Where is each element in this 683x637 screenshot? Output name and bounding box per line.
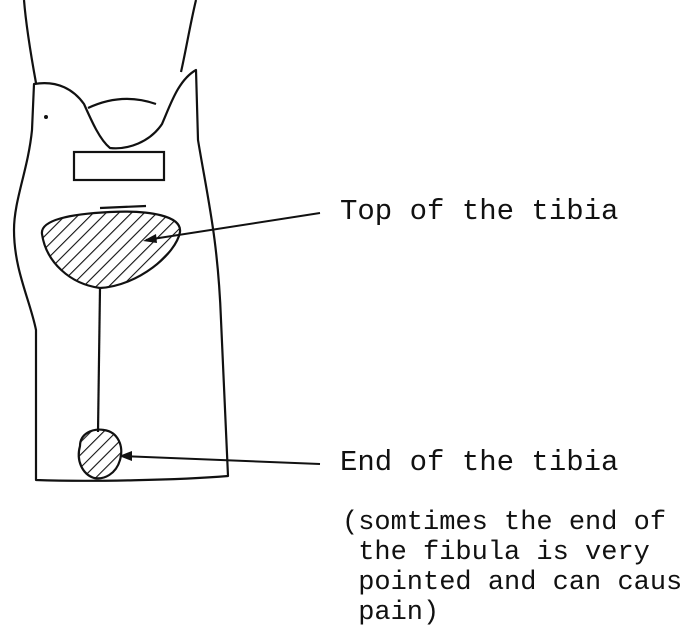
label-end-of-tibia: End of the tibia (340, 448, 618, 478)
end-of-tibia-shape (79, 430, 121, 479)
top-of-tibia-shape (42, 212, 180, 288)
end-leader-line (122, 456, 320, 464)
thigh-left-outline (24, 0, 36, 83)
tibia-top-line (100, 206, 146, 208)
patellar-rectangle (74, 152, 164, 180)
ink-dot (44, 115, 48, 119)
note-line-4: pain) (342, 598, 683, 628)
kneecap-arc (88, 99, 156, 108)
note-line-2: the fibula is very (342, 538, 683, 568)
note-line-1: (somtimes the end of (342, 508, 683, 538)
tibia-shaft-line (98, 288, 100, 432)
thigh-right-outline (181, 0, 196, 72)
fibula-note: (somtimes the end of the fibula is very … (342, 508, 683, 628)
note-line-3: pointed and can cause (342, 568, 683, 598)
label-top-of-tibia: Top of the tibia (340, 197, 618, 227)
